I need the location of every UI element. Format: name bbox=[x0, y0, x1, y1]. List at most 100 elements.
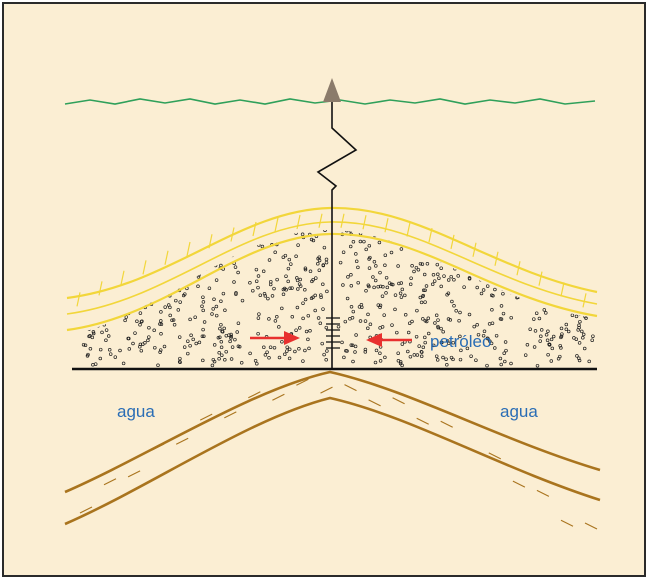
sand-grain bbox=[523, 353, 528, 357]
sand-grain bbox=[308, 329, 312, 333]
sand-grain bbox=[127, 347, 132, 351]
sand-grain bbox=[491, 294, 495, 298]
sand-grain bbox=[472, 324, 476, 329]
sand-grain bbox=[248, 351, 252, 356]
sand-grain bbox=[280, 339, 284, 344]
sand-grain bbox=[372, 285, 376, 290]
sand-grain bbox=[178, 300, 182, 304]
sand-grain bbox=[325, 289, 329, 294]
sand-grain bbox=[485, 363, 489, 368]
sand-grain bbox=[423, 288, 427, 292]
sand-grain bbox=[550, 346, 555, 351]
sand-grain bbox=[251, 288, 255, 293]
sand-grain bbox=[545, 338, 550, 343]
caprock-brick-tick bbox=[494, 251, 499, 266]
sand-grain bbox=[487, 322, 492, 326]
sand-grain bbox=[393, 293, 398, 297]
sand-grain bbox=[390, 323, 394, 327]
sand-grain bbox=[415, 308, 419, 313]
sand-grain bbox=[324, 260, 329, 265]
sand-grain bbox=[419, 300, 424, 305]
sand-grain bbox=[284, 274, 288, 278]
sand-grain bbox=[345, 349, 349, 353]
sand-grain bbox=[218, 326, 222, 331]
sand-grain bbox=[349, 273, 353, 277]
sand-grain bbox=[395, 330, 399, 335]
sand-grain bbox=[440, 340, 444, 345]
caprock-brick-tick bbox=[164, 250, 169, 265]
sand-grain bbox=[374, 264, 378, 268]
sand-grain bbox=[424, 284, 429, 288]
sand-grain bbox=[560, 332, 564, 336]
sand-grain bbox=[286, 266, 291, 271]
sand-grain bbox=[159, 310, 163, 314]
sand-grain bbox=[224, 349, 228, 354]
sand-grain bbox=[159, 332, 163, 336]
sand-grain bbox=[373, 278, 378, 283]
sand-grain bbox=[363, 319, 368, 323]
sand-grain bbox=[310, 279, 314, 284]
sand-grain bbox=[389, 250, 394, 255]
sand-grain bbox=[462, 285, 466, 289]
sand-grain bbox=[384, 291, 388, 295]
sand-grain bbox=[367, 243, 372, 248]
sand-grain bbox=[141, 342, 145, 346]
sand-grain bbox=[236, 344, 241, 348]
sand-grain bbox=[163, 305, 167, 309]
sand-grain bbox=[400, 342, 405, 346]
sand-grain bbox=[499, 304, 504, 308]
sand-grain bbox=[408, 354, 413, 359]
sand-grain bbox=[228, 339, 232, 344]
sand-grain bbox=[341, 250, 346, 254]
sand-grain bbox=[135, 319, 139, 324]
sand-grain bbox=[267, 317, 271, 321]
sand-grain bbox=[587, 359, 591, 364]
sand-grain bbox=[544, 311, 548, 315]
sand-grain bbox=[223, 358, 227, 362]
sand-grain bbox=[156, 363, 160, 368]
sand-grain bbox=[159, 322, 164, 327]
sand-grain bbox=[262, 292, 267, 296]
sand-grain bbox=[182, 345, 187, 349]
sand-grain bbox=[436, 272, 440, 277]
sand-grain bbox=[349, 305, 354, 309]
sand-grain bbox=[504, 348, 508, 353]
caprock-brick-tick bbox=[296, 214, 301, 230]
sand-grain bbox=[295, 305, 300, 310]
sand-grain bbox=[133, 331, 137, 335]
shale-dash bbox=[488, 452, 502, 460]
sand-grain bbox=[549, 359, 554, 363]
sand-grain bbox=[371, 275, 375, 279]
sand-grain bbox=[277, 355, 282, 360]
sand-grain bbox=[421, 317, 425, 321]
sand-grain bbox=[178, 360, 182, 365]
sand-grain bbox=[85, 354, 90, 358]
sand-grain bbox=[324, 325, 329, 330]
caprock-brick-tick bbox=[472, 242, 477, 257]
sand-grain bbox=[219, 322, 223, 327]
sand-grain bbox=[126, 336, 130, 341]
sand-grain bbox=[533, 329, 538, 333]
sand-grain bbox=[351, 359, 355, 364]
sand-grain bbox=[366, 312, 370, 317]
sand-grain bbox=[294, 254, 298, 259]
sand-grain bbox=[434, 313, 439, 318]
sand-grain bbox=[377, 240, 382, 245]
sand-grain bbox=[359, 303, 364, 307]
sand-grain bbox=[166, 303, 171, 307]
sand-grain bbox=[286, 279, 290, 284]
sand-grain bbox=[547, 342, 551, 346]
sand-grain bbox=[307, 346, 311, 351]
shale-dash bbox=[344, 384, 357, 392]
sand-grain bbox=[324, 358, 328, 362]
sand-grain bbox=[436, 324, 440, 329]
sand-grain bbox=[294, 328, 298, 332]
sand-grain bbox=[366, 326, 370, 331]
sand-grain bbox=[303, 267, 308, 272]
shale-dash bbox=[175, 437, 189, 445]
sand-grain bbox=[434, 354, 439, 358]
sand-grain bbox=[591, 334, 595, 338]
sand-grain bbox=[83, 343, 88, 347]
sand-grain bbox=[559, 326, 564, 331]
